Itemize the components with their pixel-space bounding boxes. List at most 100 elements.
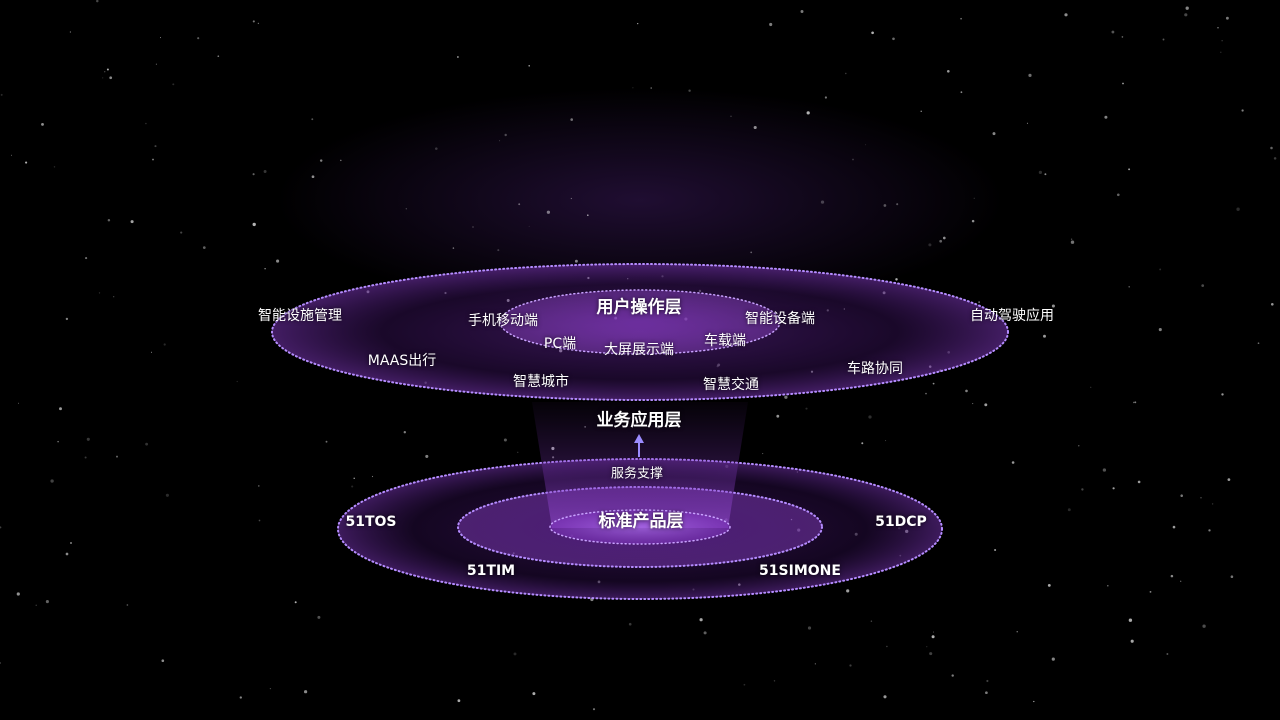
star [0,662,1,664]
star [155,63,157,65]
star [1064,13,1068,17]
star [154,145,157,148]
star [69,31,72,33]
star [699,618,703,622]
star [106,68,109,71]
user-item-pc: PC端 [543,336,577,352]
star [928,243,932,247]
star [650,87,652,89]
star [1270,302,1274,306]
star [472,226,474,228]
star [807,626,812,630]
star [499,140,501,142]
star [814,663,816,665]
star [197,37,200,40]
star [1225,16,1229,20]
star [1067,508,1071,512]
star [546,210,551,214]
user-layer-title: 用户操作层 [596,297,682,318]
star [202,246,206,249]
user-item-smart-traffic: 智慧交通 [703,377,759,393]
star [98,292,101,294]
star [252,20,255,23]
star [1121,36,1124,38]
user-item-maas: MAAS出行 [367,353,437,369]
star [985,691,988,695]
star [172,83,175,86]
star [351,485,354,488]
star [1162,38,1165,41]
star [1090,386,1092,388]
star [806,111,810,115]
star [931,635,935,639]
star [984,403,988,407]
star [497,249,500,252]
star [978,301,980,303]
star [852,158,854,161]
star [25,161,28,164]
star [35,604,37,606]
star [965,389,968,393]
star [776,414,780,418]
star [403,431,406,434]
star [994,548,997,552]
star [405,208,407,210]
star [503,438,507,442]
star [773,680,776,682]
star [126,604,129,606]
star [518,203,521,206]
star [252,222,256,227]
star [371,475,374,478]
star [960,17,962,20]
star [257,22,260,25]
star [946,69,950,73]
star [311,175,315,179]
star [18,402,19,404]
star [1158,328,1162,332]
star [70,542,72,544]
star [50,479,54,483]
star [1217,27,1219,29]
star [972,403,974,405]
star [16,592,20,596]
star [1051,657,1055,661]
product-item-51tim: 51TIM [466,563,516,579]
star [762,453,764,455]
star [319,159,323,162]
star [929,652,933,656]
star [753,125,757,130]
star [513,652,517,656]
star [1227,478,1231,481]
star [10,154,13,156]
star [1128,618,1133,622]
star [750,251,753,254]
star [252,173,255,176]
star [883,204,887,207]
user-item-vehicle-road: 车路协同 [847,361,903,377]
star [769,22,773,27]
star [861,442,864,445]
star [0,526,2,529]
star [784,395,788,399]
star [435,147,438,150]
star [1273,157,1277,160]
star [885,440,887,442]
star [1236,207,1240,211]
star [632,87,634,89]
star [1170,574,1174,578]
star [1166,653,1169,655]
star [870,620,873,622]
star [1038,170,1042,174]
product-layer-title: 标准产品层 [598,511,684,532]
star [587,214,589,216]
star [868,415,872,419]
star [743,683,746,686]
star [1220,51,1222,54]
star [1128,286,1130,288]
star [932,631,935,633]
star [258,485,260,487]
star [1180,580,1182,582]
star [317,615,321,619]
